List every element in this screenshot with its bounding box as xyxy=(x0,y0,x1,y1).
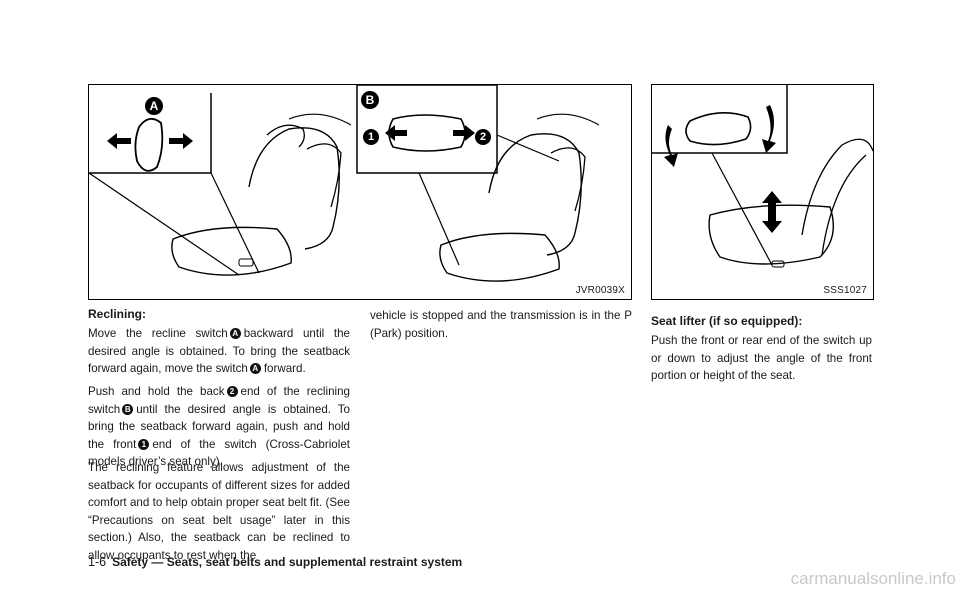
chapter-title: Safety — Seats, seat belts and supplemen… xyxy=(112,555,463,569)
label-2: 2 xyxy=(475,129,491,145)
page-number: 1-6 xyxy=(88,555,107,569)
label-a: A xyxy=(145,97,163,115)
label-b: B xyxy=(361,91,379,109)
badge-2: 2 xyxy=(226,386,238,397)
figure-code: JVR0039X xyxy=(575,285,625,296)
paragraph: Push the front or rear end of the switch… xyxy=(651,334,872,383)
label-1: 1 xyxy=(363,129,379,145)
badge-a: A xyxy=(229,328,241,339)
paragraph: The reclining feature allows adjustment … xyxy=(88,461,350,562)
section-heading-reclining: Reclining: xyxy=(88,307,147,321)
seat-lifter-illustration xyxy=(652,85,873,268)
paragraph: vehicle is stopped and the transmission … xyxy=(370,309,632,340)
section-heading-seat-lifter: Seat lifter (if so equipped): xyxy=(651,314,803,328)
badge-a: A xyxy=(249,363,261,375)
page-footer: 1-6 Safety — Seats, seat belts and supple… xyxy=(88,555,462,569)
figure-recline-switch: A B 1 2 JVR0039X xyxy=(88,84,632,300)
badge-1: 1 xyxy=(138,438,150,450)
figure-seat-lifter: SSS1027 xyxy=(651,84,874,300)
watermark: carmanualsonline.info xyxy=(790,569,956,588)
badge-b: B xyxy=(122,403,134,415)
figure-code: SSS1027 xyxy=(823,285,867,296)
recline-seat-illustration xyxy=(89,85,600,282)
